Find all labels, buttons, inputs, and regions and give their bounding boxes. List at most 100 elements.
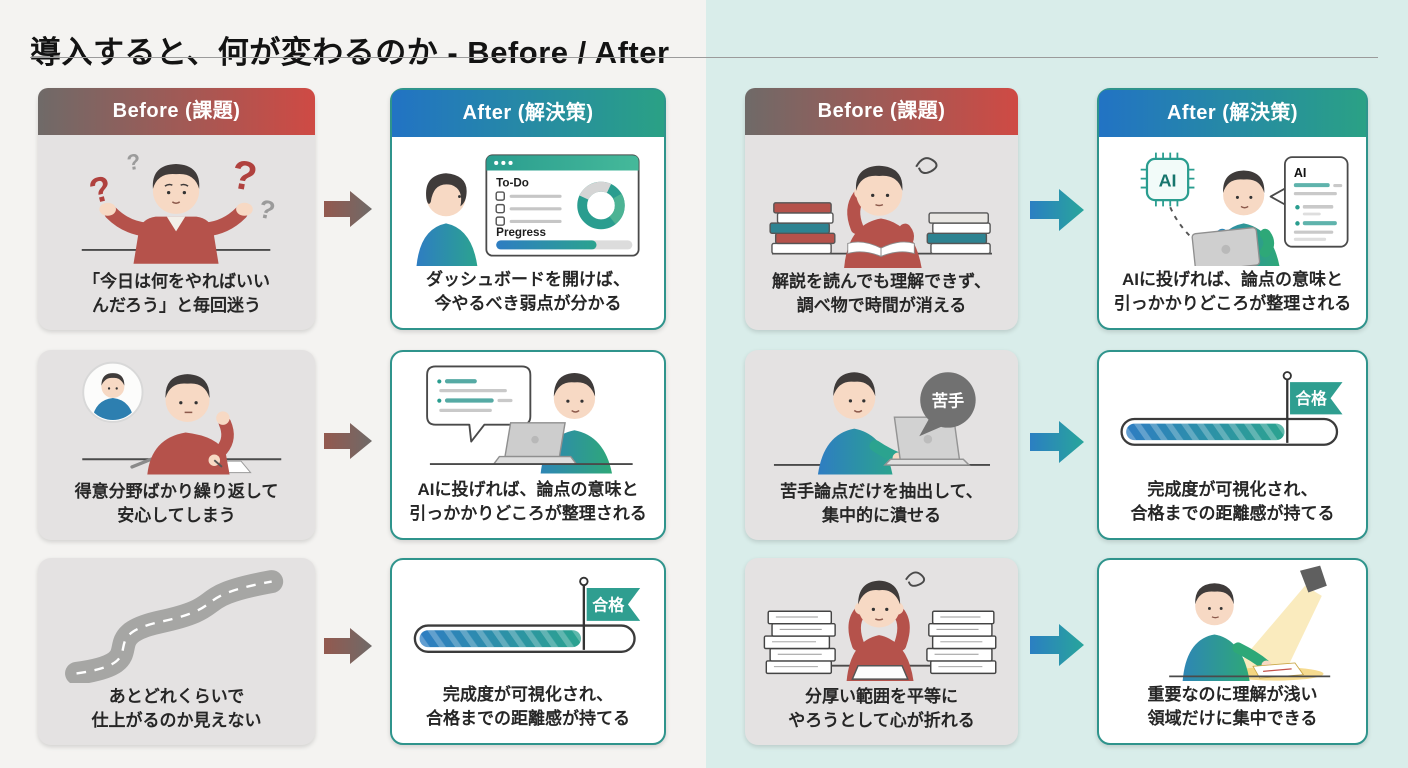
- card-left-after-3: 合格 完成度が可視化され、 合格までの距離感が持てる: [390, 558, 666, 745]
- caption-line: 完成度が可視化され、: [1147, 480, 1318, 500]
- paper-stack-icon: [926, 610, 997, 675]
- dashboard-illustration: To-Do Pregress: [392, 137, 664, 267]
- card-left-before-2: 得意分野ばかり繰り返して 安心してしまう: [38, 350, 315, 540]
- card-right-after-2: 合格 完成度が可視化され、 合格までの距離感が持てる: [1097, 350, 1368, 540]
- caption-line: あとどれくらいで: [108, 687, 245, 707]
- flag-label: 合格: [1296, 389, 1328, 408]
- caption-line: 苦手論点だけを抽出して、: [780, 482, 983, 502]
- caption-line: 調べ物で時間が消える: [796, 296, 967, 316]
- stress-squiggle-icon: [905, 571, 925, 587]
- progress-flag-illustration: 合格: [1099, 352, 1366, 476]
- donut-chart-icon: [577, 181, 625, 230]
- ai-laptop-illustration: [392, 352, 664, 476]
- caption-line: 集中的に潰せる: [822, 506, 941, 526]
- speech-bubble-icon: [426, 365, 532, 443]
- card-right-after-3: 重要なのに理解が浅い 領域だけに集中できる: [1097, 558, 1368, 745]
- caption: 完成度が可視化され、 合格までの距離感が持てる: [392, 681, 664, 743]
- avatar: [82, 361, 144, 423]
- card-left-before-3: あとどれくらいで 仕上がるのか見えない: [38, 558, 315, 745]
- caption-line: AIに投げれば、論点の意味と: [417, 480, 639, 500]
- before-after-arrow: [324, 190, 372, 233]
- caption-line: 「今日は何をやればいい: [83, 272, 270, 292]
- road-icon: [65, 570, 284, 684]
- paper-stack-icon: [763, 610, 836, 675]
- question-mark-icon: ?: [256, 195, 277, 226]
- card-left-before-1: Before (課題) ? ? ? ?: [38, 88, 315, 330]
- title-underline: [30, 57, 1378, 58]
- spotlight-lamp-icon: [1300, 565, 1327, 593]
- caption: 「今日は何をやればいい んだろう」と毎回迷う: [38, 268, 315, 330]
- caption: 完成度が可視化され、 合格までの距離感が持てる: [1099, 476, 1366, 538]
- paper-stacks-illustration: [745, 558, 1018, 683]
- caption-line: 安心してしまう: [117, 506, 236, 526]
- caption: 得意分野ばかり繰り返して 安心してしまう: [38, 478, 315, 540]
- caption-line: 得意分野ばかり繰り返して: [74, 482, 279, 502]
- caption-line: 分厚い範囲を平等に: [805, 687, 958, 707]
- stress-squiggle-icon: [915, 157, 938, 175]
- caption-line: 領域だけに集中できる: [1147, 709, 1318, 729]
- before-after-arrow: [324, 627, 372, 670]
- goal-flag-icon: [586, 587, 641, 621]
- winding-road-illustration: [38, 558, 315, 684]
- before-after-arrow: [1030, 420, 1084, 469]
- page-title: 導入すると、何が変わるのか - Before / After: [30, 34, 670, 70]
- caption: 重要なのに理解が浅い 領域だけに集中できる: [1099, 681, 1366, 743]
- caption-line: 合格までの距離感が持てる: [1130, 504, 1335, 524]
- caption-line: 解説を読んでも理解できず、: [772, 272, 991, 292]
- caption: AIに投げれば、論点の意味と 引っかかりどころが整理される: [392, 476, 664, 538]
- after-header: After (解決策): [1099, 90, 1366, 137]
- caption: あとどれくらいで 仕上がるのか見えない: [38, 683, 315, 745]
- caption-line: AIに投げれば、論点の意味と: [1122, 270, 1343, 290]
- progress-label: Pregress: [496, 226, 546, 239]
- ai-bubble-label: AI: [1294, 166, 1307, 180]
- card-right-before-2: 苦手 苦手論点だけを抽出して、 集中的に潰せる: [745, 350, 1018, 540]
- caption-line: 仕上がるのか見えない: [91, 711, 262, 731]
- question-mark-icon: ?: [228, 151, 260, 201]
- question-mark-icon: ?: [85, 168, 115, 211]
- ai-answer-bubble-icon: AI: [1269, 156, 1349, 248]
- card-right-after-1: After (解決策) AI: [1097, 88, 1368, 330]
- nigate-laptop-illustration: 苦手: [745, 350, 1018, 478]
- caption-line: んだろう」と毎回迷う: [92, 296, 261, 316]
- books-stress-illustration: [745, 135, 1018, 269]
- caption-line: 引っかかりどころが整理される: [409, 504, 647, 524]
- todo-label: To-Do: [496, 177, 529, 190]
- caption: 苦手論点だけを抽出して、 集中的に潰せる: [745, 478, 1018, 540]
- dashboard-window-icon: To-Do Pregress: [485, 154, 640, 257]
- caption-line: 完成度が可視化され、: [442, 685, 614, 705]
- tablet-icon: [1191, 226, 1261, 267]
- card-right-before-3: 分厚い範囲を平等に やろうとして心が折れる: [745, 558, 1018, 745]
- caption-line: 今やるべき弱点が分かる: [434, 294, 622, 314]
- caption-line: 合格までの距離感が持てる: [426, 709, 630, 729]
- ai-chip-label: AI: [1159, 171, 1177, 191]
- caption: 解説を読んでも理解できず、 調べ物で時間が消える: [745, 268, 1018, 330]
- caption: ダッシュボードを開けば、 今やるべき弱点が分かる: [392, 266, 664, 328]
- caption-line: 重要なのに理解が浅い: [1147, 685, 1318, 705]
- after-header: After (解決策): [392, 90, 664, 137]
- caption: 分厚い範囲を平等に やろうとして心が折れる: [745, 683, 1018, 745]
- book-stack-icon: [926, 212, 991, 255]
- card-left-after-1: After (解決策) To-Do: [390, 88, 666, 330]
- before-after-arrow: [1030, 188, 1084, 237]
- goal-flag-icon: [1290, 382, 1343, 415]
- before-header: Before (課題): [745, 88, 1018, 135]
- ai-tablet-illustration: AI AI: [1099, 137, 1366, 267]
- caption: AIに投げれば、論点の意味と 引っかかりどころが整理される: [1099, 266, 1366, 328]
- book-stack-icon: [769, 202, 836, 255]
- ai-chip-icon: AI: [1140, 152, 1195, 207]
- card-right-before-1: Before (課題): [745, 88, 1018, 330]
- question-mark-icon: ?: [125, 149, 142, 176]
- flag-label: 合格: [592, 596, 625, 615]
- nigate-label: 苦手: [932, 392, 965, 411]
- before-header: Before (課題): [38, 88, 315, 135]
- writing-person-illustration: [38, 350, 315, 478]
- caption-line: 引っかかりどころが整理される: [1113, 294, 1352, 314]
- nigate-bubble-icon: 苦手: [919, 372, 976, 437]
- confused-person-illustration: ? ? ? ?: [38, 135, 315, 268]
- spotlight-writing-illustration: [1099, 560, 1366, 682]
- caption-line: ダッシュボードを開けば、: [426, 270, 630, 290]
- caption-line: やろうとして心が折れる: [788, 711, 975, 731]
- before-after-arrow: [1030, 623, 1084, 672]
- progress-flag-illustration: 合格: [392, 560, 664, 681]
